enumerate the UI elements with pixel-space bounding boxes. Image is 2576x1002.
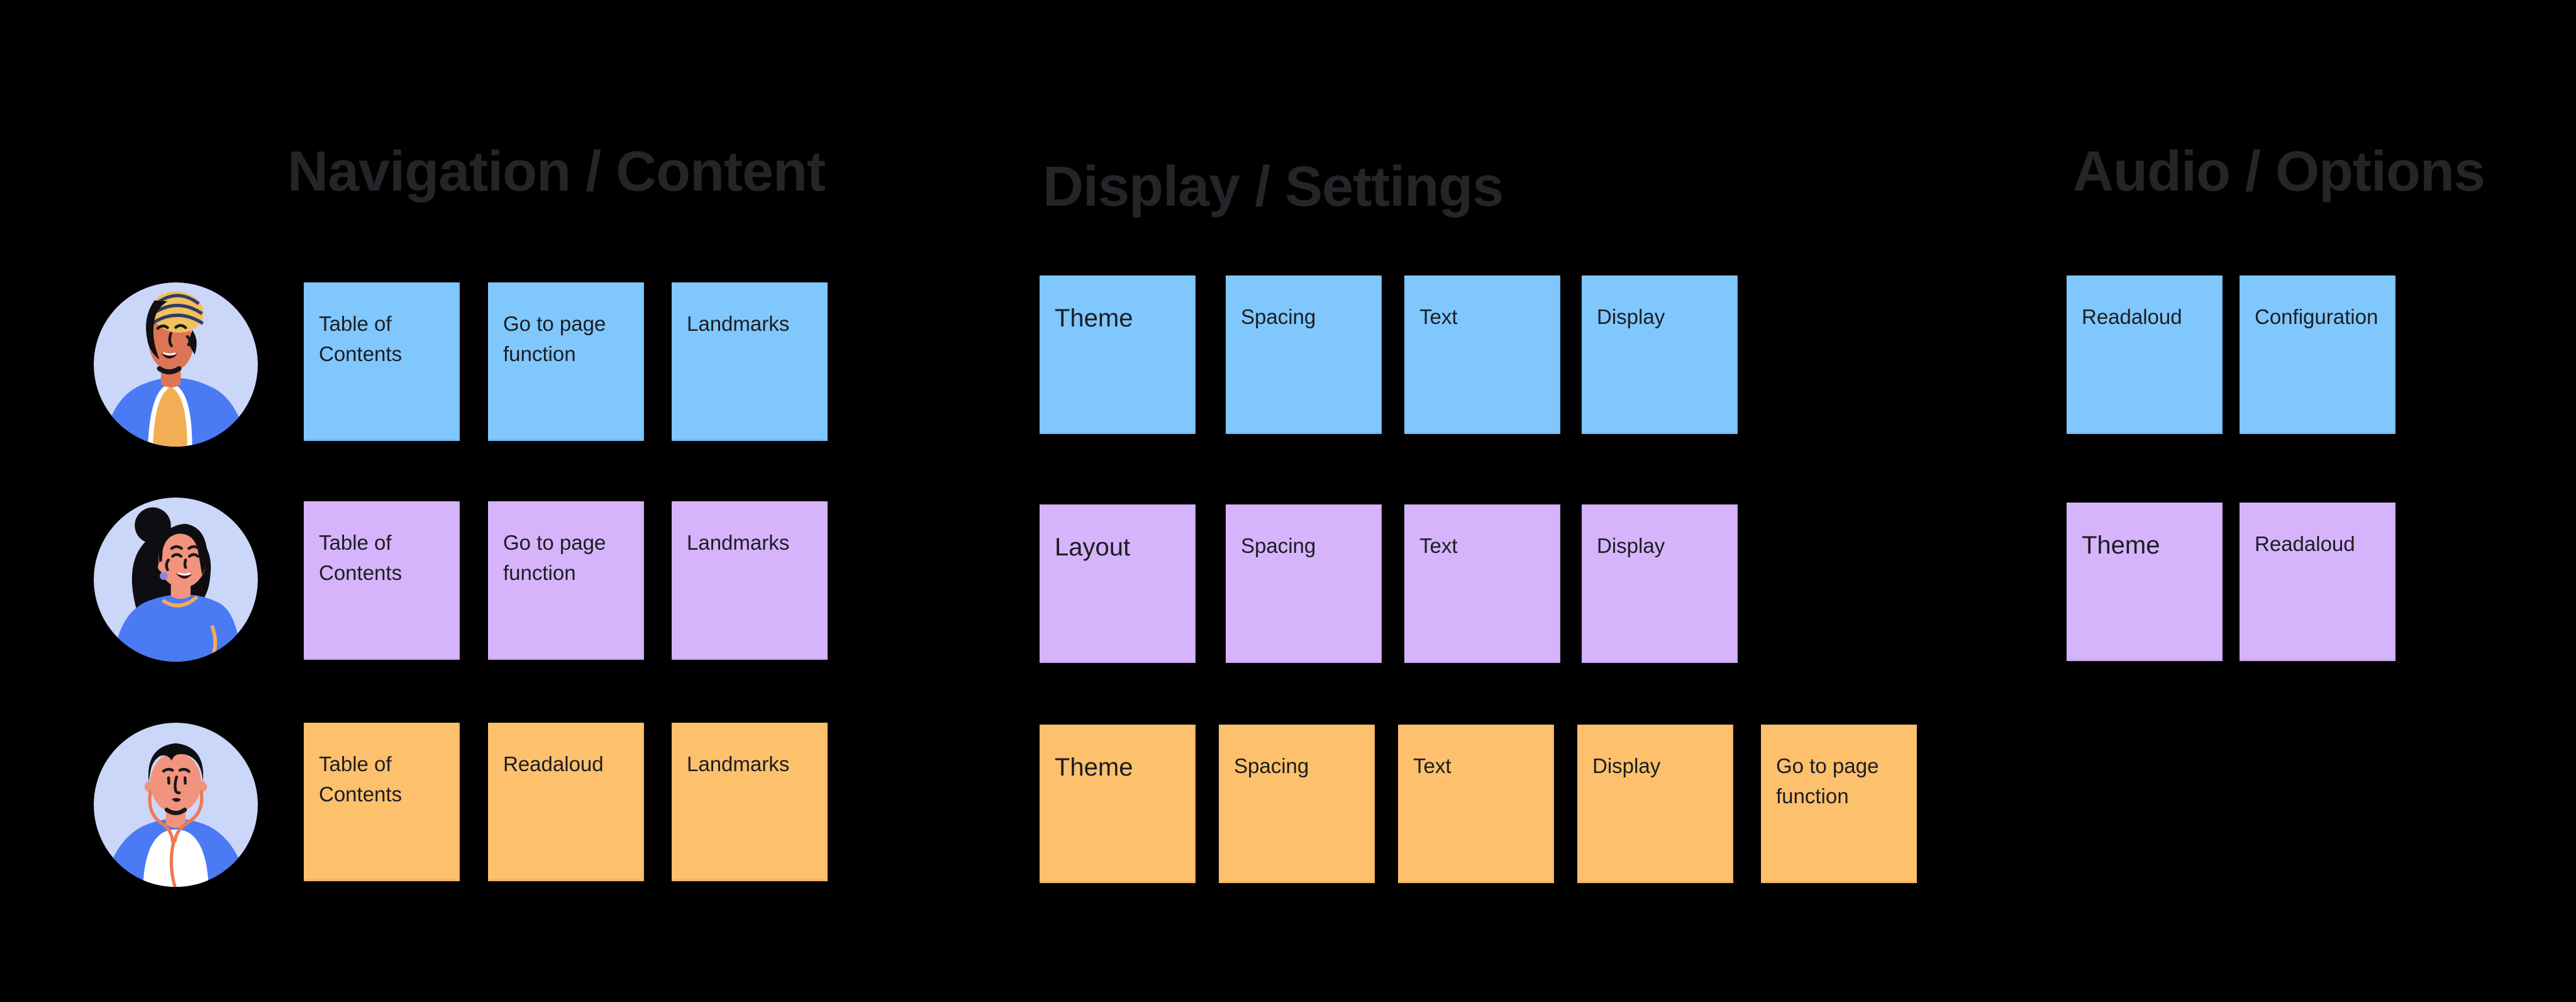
- sticky-note[interactable]: Theme: [1040, 276, 1196, 434]
- sticky-note-label: Spacing: [1241, 305, 1316, 328]
- sticky-note-label: Table of Contents: [319, 752, 402, 806]
- sticky-note-label: Display: [1592, 754, 1661, 777]
- column-header-display-settings[interactable]: Display / Settings: [1043, 155, 1504, 218]
- sticky-note[interactable]: Spacing: [1219, 725, 1375, 883]
- man-with-turban-icon: [94, 282, 258, 447]
- sticky-note[interactable]: Landmarks: [672, 723, 828, 881]
- sticky-note-label: Readaloud: [2082, 305, 2182, 328]
- sticky-note[interactable]: Landmarks: [672, 282, 828, 441]
- sticky-note-label: Text: [1419, 305, 1458, 328]
- sticky-note-label: Go to page function: [503, 531, 606, 584]
- sticky-note-label: Configuration: [2255, 305, 2379, 328]
- sticky-note[interactable]: Display: [1582, 276, 1738, 434]
- sticky-note[interactable]: Readaloud: [488, 723, 644, 881]
- woman-with-bun-icon: [94, 498, 258, 662]
- sticky-note-label: Readaloud: [2255, 532, 2355, 555]
- sticky-note-label: Spacing: [1234, 754, 1309, 777]
- sticky-note-label: Table of Contents: [319, 531, 402, 584]
- sticky-note[interactable]: Display: [1582, 504, 1738, 663]
- sticky-note-label: Readaloud: [503, 752, 604, 776]
- sticky-note-label: Text: [1419, 534, 1458, 557]
- sticky-note[interactable]: Spacing: [1226, 276, 1382, 434]
- participant-avatar-woman-bun[interactable]: [94, 498, 258, 662]
- sticky-note-label: Go to page function: [1776, 754, 1879, 808]
- sticky-note[interactable]: Theme: [1040, 725, 1196, 883]
- sticky-note-label: Landmarks: [687, 531, 790, 554]
- sticky-note[interactable]: Go to page function: [488, 282, 644, 441]
- sticky-note[interactable]: Readaloud: [2067, 276, 2223, 434]
- sticky-note-label: Theme: [1055, 304, 1133, 332]
- sticky-note-label: Display: [1597, 534, 1665, 557]
- sticky-note[interactable]: Spacing: [1226, 504, 1382, 663]
- column-header-audio-options[interactable]: Audio / Options: [2073, 140, 2485, 203]
- participant-avatar-man-turban[interactable]: [94, 282, 258, 447]
- sticky-note-label: Landmarks: [687, 312, 790, 335]
- sticky-note[interactable]: Go to page function: [1761, 725, 1917, 883]
- sticky-note-label: Table of Contents: [319, 312, 402, 365]
- sticky-note[interactable]: Table of Contents: [304, 501, 460, 660]
- sticky-note[interactable]: Text: [1404, 276, 1560, 434]
- sticky-note-label: Display: [1597, 305, 1665, 328]
- participant-avatar-man-earphones[interactable]: [94, 723, 258, 887]
- sticky-note[interactable]: Text: [1404, 504, 1560, 663]
- sticky-note-label: Landmarks: [687, 752, 790, 776]
- sticky-note[interactable]: Readaloud: [2240, 503, 2396, 661]
- man-with-earphones-icon: [94, 723, 258, 887]
- sticky-note[interactable]: Text: [1398, 725, 1554, 883]
- sticky-note-label: Layout: [1055, 533, 1131, 561]
- sticky-note[interactable]: Layout: [1040, 504, 1196, 663]
- sticky-note-label: Text: [1413, 754, 1452, 777]
- sticky-note[interactable]: Display: [1577, 725, 1733, 883]
- sticky-note-label: Spacing: [1241, 534, 1316, 557]
- sticky-note[interactable]: Table of Contents: [304, 723, 460, 881]
- sticky-note-label: Theme: [1055, 754, 1133, 781]
- sticky-note[interactable]: Go to page function: [488, 501, 644, 660]
- column-header-navigation-content[interactable]: Navigation / Content: [287, 140, 826, 203]
- sticky-note-label: Theme: [2082, 532, 2160, 559]
- sticky-note-label: Go to page function: [503, 312, 606, 365]
- sticky-note[interactable]: Table of Contents: [304, 282, 460, 441]
- sticky-note[interactable]: Theme: [2067, 503, 2223, 661]
- sticky-note[interactable]: Configuration: [2240, 276, 2396, 434]
- sticky-note[interactable]: Landmarks: [672, 501, 828, 660]
